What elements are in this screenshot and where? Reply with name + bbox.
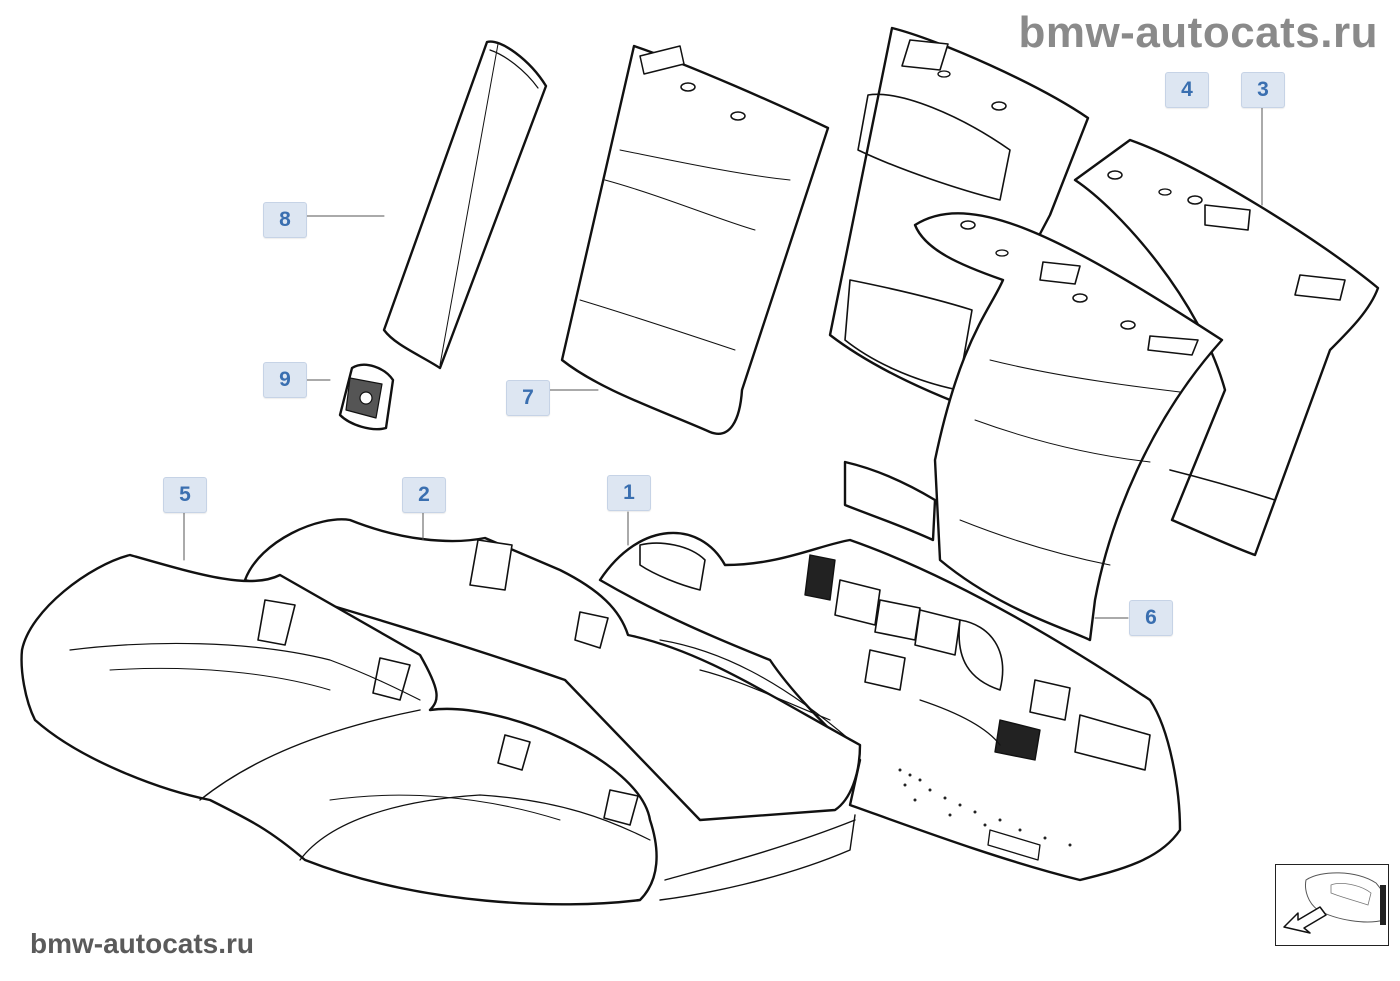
watermark-top: bmw-autocats.ru (1018, 8, 1378, 57)
callout-5[interactable]: 5 (163, 477, 207, 513)
navigation-thumbnail[interactable] (1275, 864, 1389, 946)
watermark-bottom: bmw-autocats.ru (30, 928, 255, 959)
callout-9[interactable]: 9 (263, 362, 307, 398)
seat-cushion-rear-part (243, 518, 862, 822)
backrest-frame-right-part (1073, 138, 1380, 557)
callout-3[interactable]: 3 (1241, 72, 1285, 108)
cover-cap-part (338, 363, 395, 431)
callout-7[interactable]: 7 (506, 380, 550, 416)
callout-2[interactable]: 2 (402, 477, 446, 513)
arrow-left-down-icon (1283, 872, 1386, 934)
callout-6[interactable]: 6 (1129, 600, 1173, 636)
side-bolster-part (382, 40, 548, 370)
callout-4[interactable]: 4 (1165, 72, 1209, 108)
seat-base-frame-part (598, 531, 1182, 882)
callout-1[interactable]: 1 (607, 475, 651, 511)
callout-8[interactable]: 8 (263, 202, 307, 238)
seat-cushion-front-part (20, 553, 856, 906)
leader-lines (183, 106, 1263, 619)
backrest-cover-right-part (843, 212, 1224, 642)
backrest-cover-part (560, 44, 830, 435)
